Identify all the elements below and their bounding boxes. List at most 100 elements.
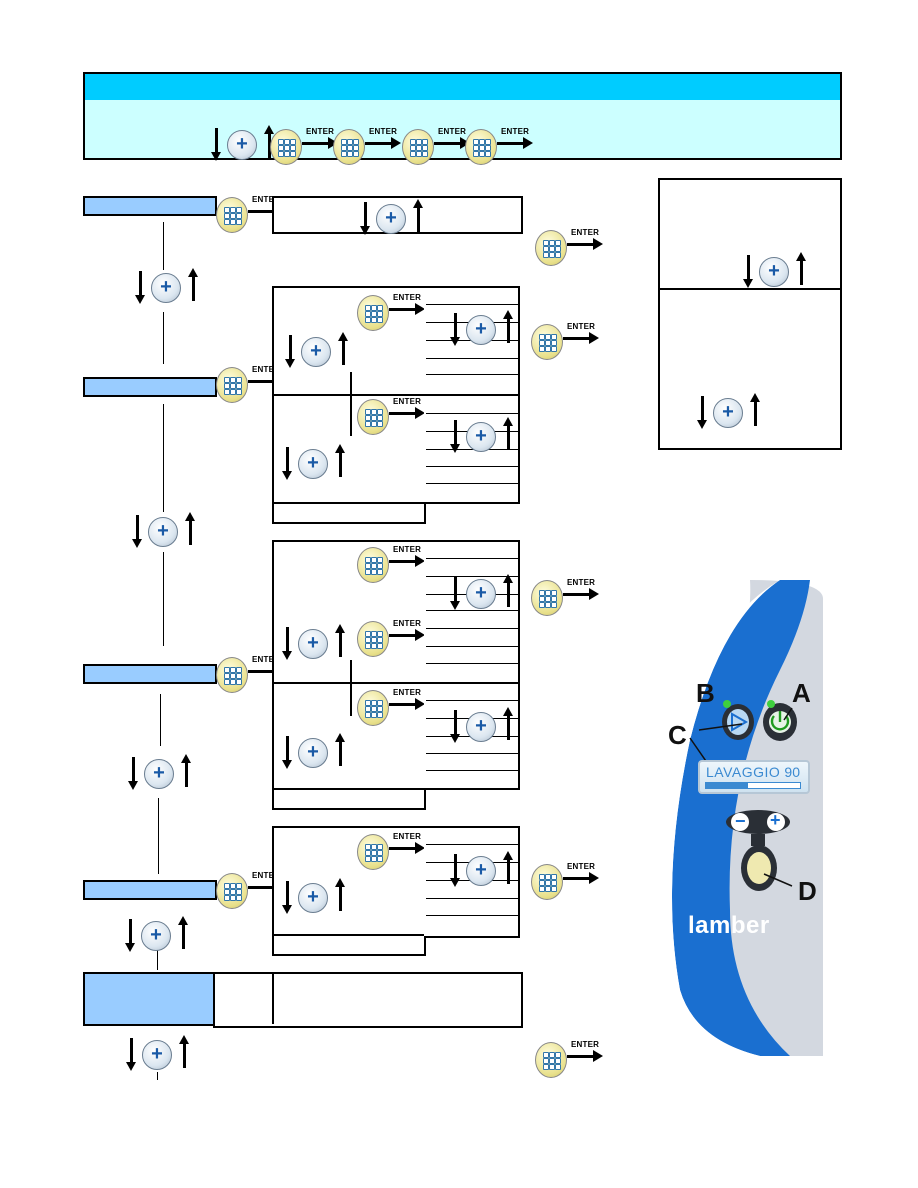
enter-control[interactable]: ENTER	[531, 862, 611, 902]
keypad-icon	[531, 864, 563, 900]
plus-button-icon[interactable]: +	[376, 204, 406, 234]
enter-control[interactable]: ENTER	[535, 1040, 615, 1080]
nav-control[interactable]: +	[282, 443, 345, 483]
nav-control[interactable]: +	[450, 573, 513, 613]
submenu-box	[272, 286, 426, 524]
plus-button-icon[interactable]: +	[713, 398, 743, 428]
down-arrow-icon	[211, 128, 221, 161]
menu-item-3[interactable]	[83, 664, 217, 684]
divider	[272, 394, 424, 396]
down-arrow-icon	[126, 1038, 136, 1071]
up-arrow-icon	[413, 199, 423, 232]
enter-control[interactable]: ENTER	[531, 322, 611, 362]
keypad-icon	[216, 197, 248, 233]
callout-a: A	[792, 678, 811, 708]
nav-control[interactable]: +	[135, 267, 198, 307]
minus-button[interactable]: −	[735, 811, 746, 831]
menu-item-4[interactable]	[83, 880, 217, 900]
nav-control[interactable]: +	[211, 124, 274, 164]
nav-control[interactable]: +	[132, 511, 195, 551]
up-arrow-icon	[750, 393, 760, 426]
nav-control[interactable]: +	[282, 877, 345, 917]
menu-item-5[interactable]	[83, 972, 215, 1026]
nav-control[interactable]: +	[697, 392, 760, 432]
plus-button-icon[interactable]: +	[298, 738, 328, 768]
down-arrow-icon	[450, 420, 460, 453]
plus-button-icon[interactable]: +	[759, 257, 789, 287]
enter-control[interactable]: ENTER	[531, 578, 611, 618]
lcd-text: LAVAGGIO	[706, 764, 781, 780]
plus-button-icon[interactable]: +	[142, 1040, 172, 1070]
nav-control[interactable]: +	[743, 251, 806, 291]
lcd-value: 90	[784, 764, 800, 780]
enter-control[interactable]: ENTER	[357, 619, 437, 659]
nav-control[interactable]: +	[125, 915, 188, 955]
enter-control[interactable]: ENTER	[357, 397, 437, 437]
enter-arrow-icon	[389, 629, 425, 641]
divider	[272, 934, 424, 936]
plus-button-icon[interactable]: +	[298, 449, 328, 479]
keypad-icon	[531, 580, 563, 616]
plus-button-icon[interactable]: +	[466, 712, 496, 742]
down-arrow-icon	[450, 854, 460, 887]
keypad-icon	[535, 230, 567, 266]
enter-arrow-icon	[434, 137, 470, 149]
plus-button-icon[interactable]: +	[148, 517, 178, 547]
up-arrow-icon	[264, 125, 274, 158]
menu-item-2[interactable]	[83, 377, 217, 397]
enter-control[interactable]: ENTER	[216, 871, 296, 911]
nav-control[interactable]: +	[128, 753, 191, 793]
plus-button-icon[interactable]: +	[466, 422, 496, 452]
enter-control[interactable]: ENTER	[535, 228, 615, 268]
enter-control[interactable]: ENTER	[357, 293, 437, 333]
plus-button-icon[interactable]: +	[466, 315, 496, 345]
plus-button-icon[interactable]: +	[298, 629, 328, 659]
enter-control[interactable]: ENTER	[357, 688, 437, 728]
connector	[163, 222, 164, 270]
nav-control[interactable]: +	[360, 198, 423, 238]
up-arrow-icon	[178, 916, 188, 949]
menu-item-1[interactable]	[83, 196, 217, 216]
down-arrow-icon	[285, 335, 295, 368]
enter-arrow-icon	[389, 555, 425, 567]
divider	[272, 788, 424, 790]
connector	[163, 552, 164, 646]
enter-control[interactable]: ENTER	[333, 127, 413, 167]
down-arrow-icon	[450, 577, 460, 610]
plus-button-icon[interactable]: +	[301, 337, 331, 367]
enter-arrow-icon	[567, 1050, 603, 1062]
enter-control[interactable]: ENTER	[357, 545, 437, 585]
nav-control[interactable]: +	[450, 416, 513, 456]
up-arrow-icon	[503, 417, 513, 450]
enter-control[interactable]: ENTER	[357, 832, 437, 872]
nav-control[interactable]: +	[126, 1034, 189, 1074]
lcd-display: LAVAGGIO 90	[698, 760, 810, 794]
down-arrow-icon	[132, 515, 142, 548]
nav-control[interactable]: +	[450, 706, 513, 746]
plus-button-icon[interactable]: +	[227, 130, 257, 160]
keypad-icon	[465, 129, 497, 165]
keypad-icon	[270, 129, 302, 165]
nav-control[interactable]: +	[450, 309, 513, 349]
keypad-icon	[357, 295, 389, 331]
plus-button-icon[interactable]: +	[141, 921, 171, 951]
plus-button[interactable]: +	[770, 810, 781, 830]
nav-control[interactable]: +	[285, 331, 348, 371]
nav-control[interactable]: +	[450, 850, 513, 890]
keypad-icon	[216, 367, 248, 403]
enter-arrow-icon	[389, 407, 425, 419]
header-body	[83, 100, 842, 160]
enter-control[interactable]: ENTER	[465, 127, 545, 167]
plus-button-icon[interactable]: +	[298, 883, 328, 913]
plus-button-icon[interactable]: +	[466, 579, 496, 609]
down-arrow-icon	[125, 919, 135, 952]
plus-button-icon[interactable]: +	[151, 273, 181, 303]
nav-control[interactable]: +	[282, 623, 345, 663]
plus-button-icon[interactable]: +	[466, 856, 496, 886]
plus-button-icon[interactable]: +	[144, 759, 174, 789]
up-arrow-icon	[503, 707, 513, 740]
enter-control[interactable]: ENTER	[216, 655, 296, 695]
lcd-progress-fill	[706, 783, 749, 788]
keypad-icon	[357, 547, 389, 583]
nav-control[interactable]: +	[282, 732, 345, 772]
